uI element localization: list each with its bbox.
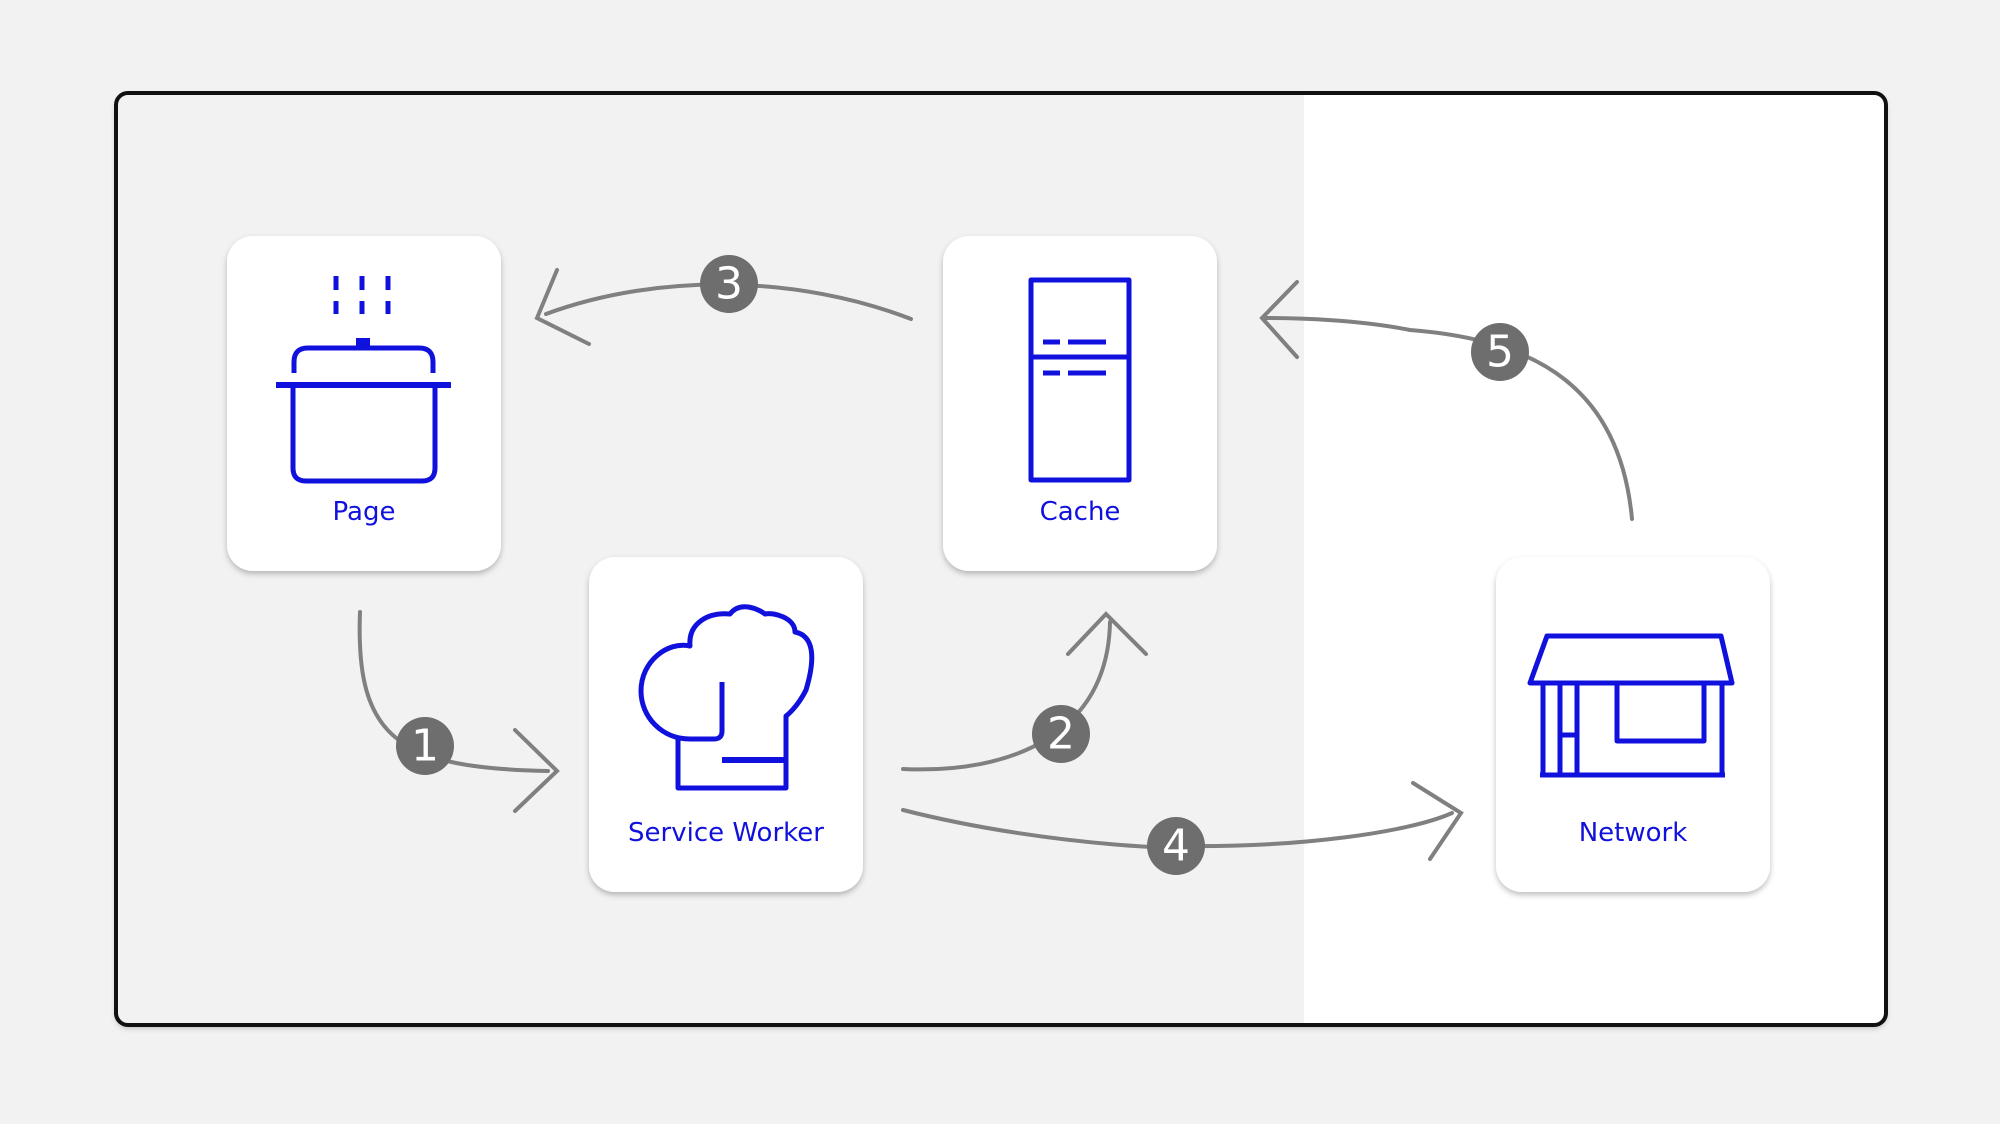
step-badges: 1 2 3 4 5 <box>396 255 1529 875</box>
arrow-step-1 <box>357 610 550 773</box>
market-stall-icon <box>1527 633 1735 778</box>
arrow-step-5 <box>1264 316 1634 521</box>
node-page-label: Page <box>333 497 396 527</box>
step-badge-1: 1 <box>396 717 454 775</box>
node-cache: Cache <box>943 236 1217 571</box>
svg-text:3: 3 <box>715 259 743 310</box>
step-badge-4: 4 <box>1147 817 1205 875</box>
refrigerator-icon <box>1028 277 1132 483</box>
chef-hat-icon <box>638 604 815 791</box>
arrow-step-1-head <box>513 728 560 813</box>
node-cache-label: Cache <box>1040 497 1121 527</box>
arrow-step-5-head <box>1259 280 1299 359</box>
svg-text:1: 1 <box>411 721 439 772</box>
arrow-step-2-head <box>1066 611 1148 656</box>
cooking-pot-icon <box>276 276 451 484</box>
arrow-step-4-head <box>1411 781 1464 861</box>
node-network: Network <box>1496 557 1770 892</box>
svg-text:2: 2 <box>1047 709 1075 760</box>
step-badge-2: 2 <box>1032 705 1090 763</box>
step-badge-3: 3 <box>700 255 758 313</box>
node-page: Page <box>227 236 501 571</box>
node-service-worker-label: Service Worker <box>628 818 824 848</box>
node-network-label: Network <box>1579 818 1688 848</box>
svg-text:4: 4 <box>1162 821 1190 872</box>
step-badge-5: 5 <box>1471 323 1529 381</box>
arrow-step-3-head <box>534 268 591 346</box>
node-service-worker: Service Worker <box>589 557 863 892</box>
svg-text:5: 5 <box>1486 327 1514 378</box>
